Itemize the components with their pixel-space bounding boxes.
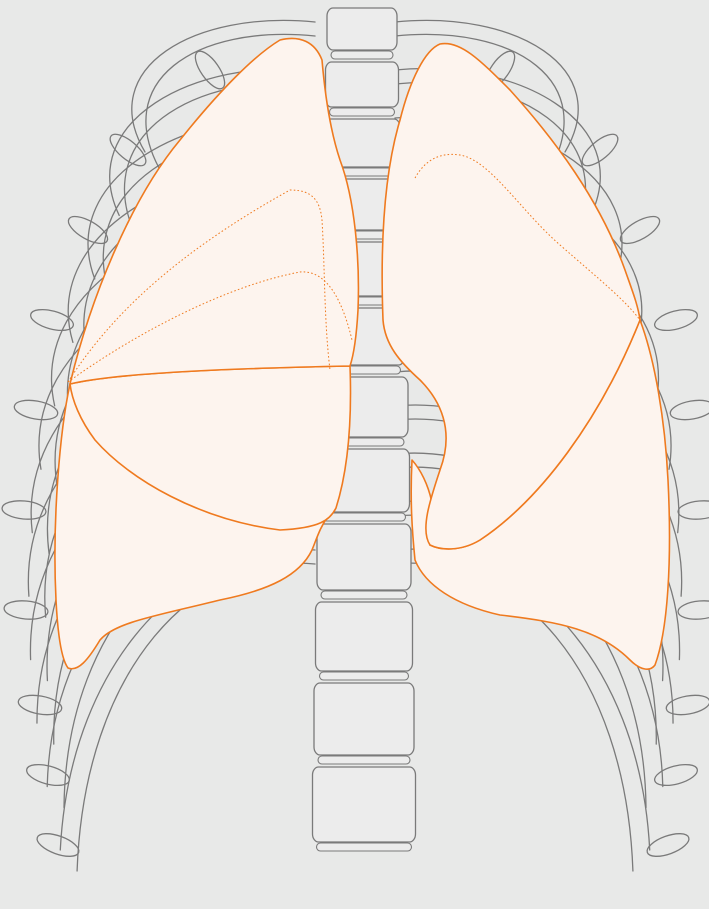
intervertebral-disc-12 — [317, 843, 412, 851]
vertebra-11 — [314, 683, 414, 755]
intervertebral-disc-2 — [330, 108, 395, 116]
intervertebral-disc-8 — [323, 513, 406, 521]
vertebra-10 — [316, 602, 413, 671]
intervertebral-disc-1 — [331, 51, 393, 59]
intervertebral-disc-9 — [321, 591, 407, 599]
vertebra-9 — [317, 524, 411, 590]
vertebra-2 — [326, 62, 399, 107]
intervertebral-disc-10 — [320, 672, 409, 680]
vertebra-12 — [313, 767, 416, 842]
vertebra-1 — [327, 8, 397, 50]
intervertebral-disc-11 — [318, 756, 410, 764]
